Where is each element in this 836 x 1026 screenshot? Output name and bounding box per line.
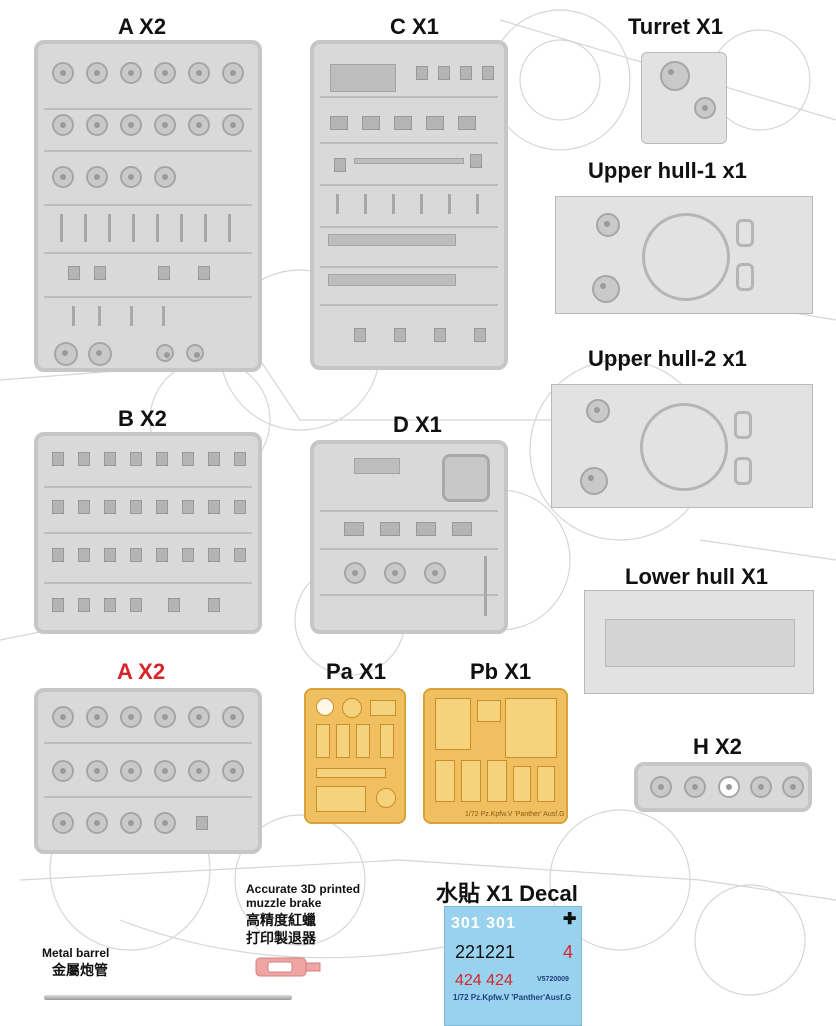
photoetch-pa-label: Pa X1	[326, 659, 386, 684]
lower-hull-part	[584, 590, 814, 694]
decal-cross-icon: ✚	[563, 911, 577, 928]
decal-label: 水貼 X1 Decal	[436, 881, 578, 906]
decal-row-3: 424 424	[455, 972, 513, 989]
sprue-d-frame	[310, 440, 508, 634]
decal-row-1: 301 301	[451, 915, 516, 932]
sprue-c-frame	[310, 40, 508, 370]
sprue-a-frame	[34, 40, 262, 372]
sprue-h-frame	[634, 762, 812, 812]
metal-barrel-part	[44, 995, 292, 1000]
lower-hull-label: Lower hull X1	[625, 564, 769, 589]
sprue-d-label: D X1	[393, 412, 442, 437]
sprue-a-second-label: A X2	[117, 659, 166, 684]
decal-brand-code: V5720009	[537, 976, 569, 983]
upper-hull-2-part	[551, 384, 813, 508]
photoetch-pa-fret	[304, 688, 406, 824]
decal-sheet: 301 301 ✚ 221221 4 424 424 V5720009 1/72…	[444, 906, 582, 1026]
metal-barrel-caption-en: Metal barrel	[42, 946, 110, 960]
sprue-h-label: H X2	[693, 734, 742, 759]
sprue-b-frame	[34, 432, 262, 634]
photoetch-pb-label: Pb X1	[470, 659, 532, 684]
decal-row-2: 221221	[455, 942, 516, 962]
photoetch-pb-fret: 1/72 Pz.Kpfw.V 'Panther' Ausf.G	[423, 688, 568, 824]
upper-hull-1-label: Upper hull-1 x1	[588, 158, 747, 183]
upper-hull-2-label: Upper hull-2 x1	[588, 346, 747, 371]
muzzle-brake-caption-zh-1: 高精度紅蠟	[246, 912, 316, 928]
decal-red-numeral: 4	[563, 942, 574, 962]
muzzle-brake-caption-en-2: muzzle brake	[246, 896, 322, 910]
muzzle-brake-part	[255, 957, 321, 977]
photoetch-pb-caption: 1/72 Pz.Kpfw.V 'Panther' Ausf.G	[465, 811, 565, 818]
sprue-a-second-frame	[34, 688, 262, 854]
sprue-b-label: B X2	[118, 406, 167, 431]
turret-label: Turret X1	[628, 14, 723, 39]
metal-barrel-caption-zh: 金屬炮管	[52, 962, 108, 978]
muzzle-brake-caption-en-1: Accurate 3D printed	[246, 882, 361, 896]
sprue-c-label: C X1	[390, 14, 439, 39]
muzzle-brake-caption-zh-2: 打印製退器	[246, 930, 316, 946]
sprue-a-label: A X2	[118, 14, 167, 39]
turret-part	[641, 52, 727, 144]
upper-hull-1-part	[555, 196, 813, 314]
decal-caption: 1/72 Pz.Kpfw.V 'Panther'Ausf.G	[453, 993, 572, 1002]
